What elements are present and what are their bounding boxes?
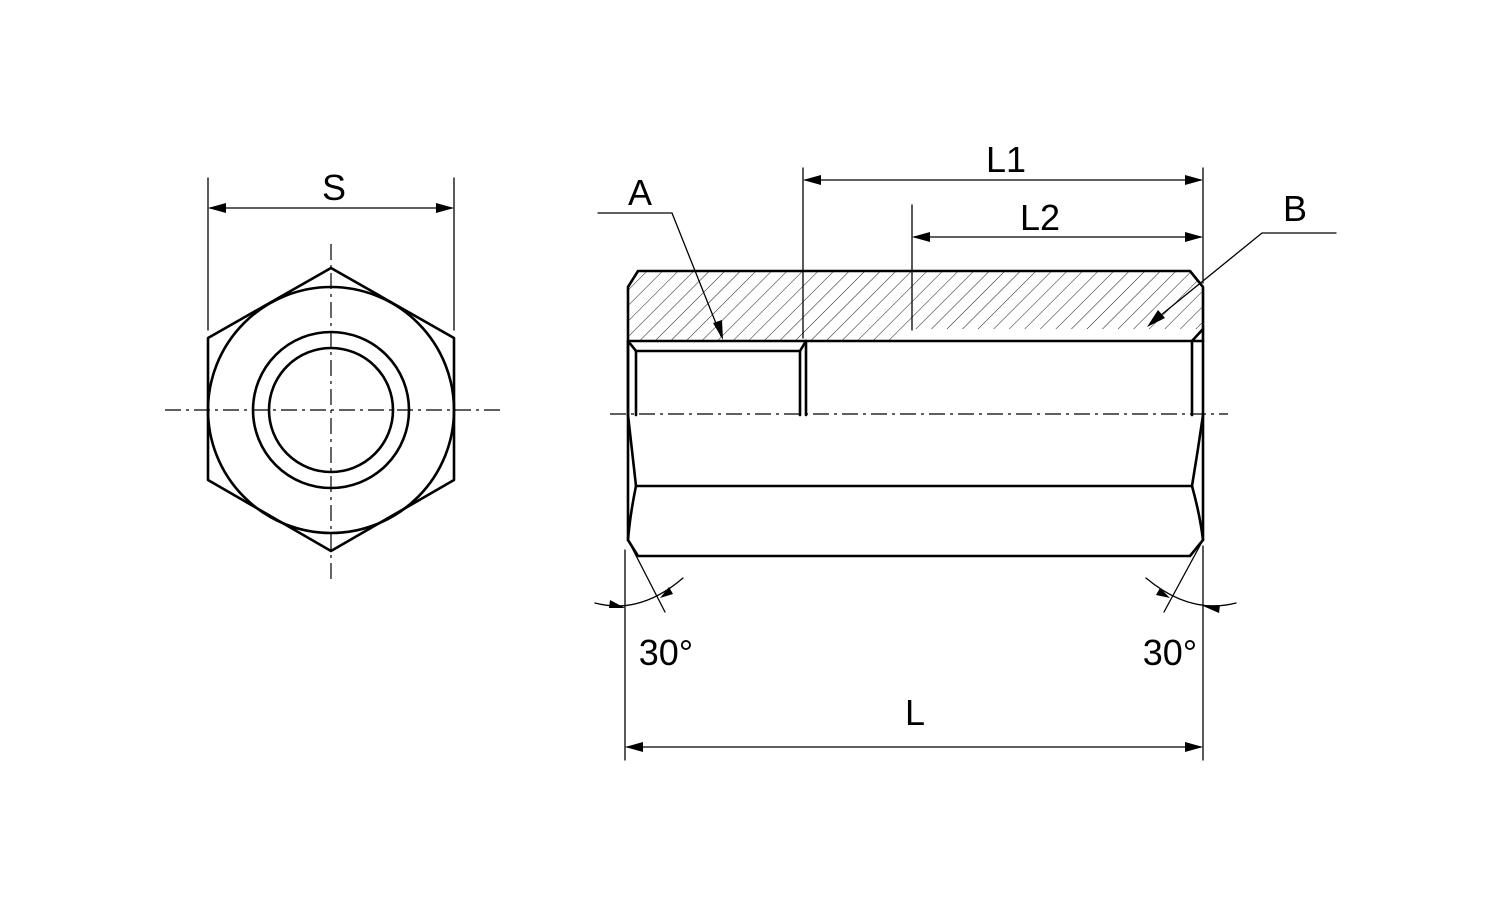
angle-left-label: 30°	[639, 632, 693, 673]
s-label: S	[322, 167, 346, 208]
b-label: B	[1283, 188, 1307, 229]
l-label: L	[905, 692, 925, 733]
angle-left-arrow-a	[609, 600, 625, 608]
angle-right-arrow-b	[1156, 588, 1170, 598]
angle-left-extension	[627, 539, 666, 613]
l1-label: L1	[986, 139, 1026, 180]
bore-a-step	[798, 339, 808, 353]
l2-arrow-right	[1185, 232, 1203, 242]
leader-b-arrowhead	[1147, 310, 1165, 327]
angle-left-arrow-b	[660, 587, 673, 598]
end-view: S	[165, 167, 500, 580]
leader-a	[597, 212, 722, 337]
hex-chamfer-circle	[206, 285, 456, 535]
l-arrow-right	[1185, 742, 1203, 752]
chamfer-curve-right-lower	[1190, 484, 1205, 542]
section-hatch	[628, 271, 1203, 341]
leader-b	[1149, 232, 1337, 325]
l2-label: L2	[1020, 197, 1060, 238]
s-arrow-left	[208, 203, 226, 213]
chamfer-curve-right-upper	[1190, 413, 1205, 488]
l1-arrow-right	[1185, 175, 1203, 185]
thread-major-circle	[251, 330, 411, 490]
angle-right-arrow-a	[1203, 605, 1220, 613]
thread-minor-circle	[267, 346, 395, 474]
side-view: L1 L2 A B L 30° 30°	[594, 139, 1337, 761]
angle-left-arc	[594, 577, 684, 607]
hex-outline	[206, 266, 456, 553]
bore-b-chamfer	[1190, 327, 1205, 343]
angle-right-arc	[1145, 577, 1237, 607]
angle-right-label: 30°	[1143, 632, 1197, 673]
l1-arrow-left	[803, 175, 821, 185]
s-arrow-right	[436, 203, 454, 213]
chamfer-curve-left-upper	[626, 413, 638, 488]
l2-arrow-left	[912, 232, 930, 242]
leader-a-arrowhead	[713, 320, 723, 340]
angle-right-extension	[1163, 539, 1204, 613]
a-label: A	[628, 172, 652, 213]
bore-a-chamfer	[626, 339, 638, 353]
l-arrow-left	[625, 742, 643, 752]
chamfer-curve-left-lower	[626, 484, 638, 542]
